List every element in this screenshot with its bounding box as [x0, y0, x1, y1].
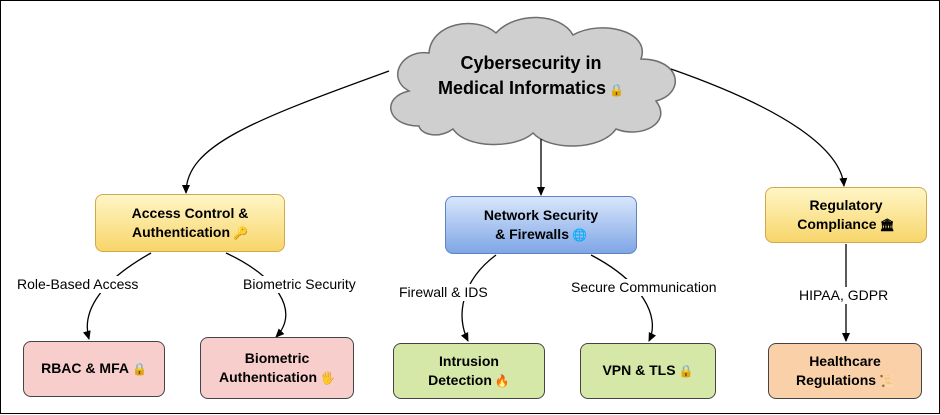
root-cloud: [390, 16, 676, 147]
root-title-line1: Cybersecurity in: [460, 53, 602, 73]
edge-label-firewall-ids: Firewall & IDS: [397, 284, 490, 301]
link-access-rbac: [82, 252, 152, 340]
node-network-security-line2: & Firewalls: [495, 225, 569, 242]
root-title: Cybersecurity in Medical Informatics🔒: [401, 51, 661, 103]
link-root-access: [182, 70, 390, 194]
root-title-line2-wrap: Medical Informatics🔒: [401, 76, 661, 103]
link-network-vpn: [590, 254, 657, 342]
node-access-control-line1: Access Control &: [131, 204, 249, 221]
node-biometric-line1: Biometric: [244, 349, 310, 366]
lock-icon: 🔒: [609, 83, 624, 97]
bank-icon: 🏛: [879, 217, 895, 232]
link-root-regulatory: [670, 68, 848, 187]
node-rbac-label: RBAC & MFA: [41, 360, 129, 376]
node-network-security-line1: Network Security: [483, 206, 599, 223]
hand-icon: 🖐: [320, 370, 335, 385]
node-intrusion-line2: Detection: [428, 371, 492, 388]
edge-label-role-based: Role-Based Access: [15, 276, 141, 293]
key-icon: 🔑: [233, 225, 248, 240]
node-biometric-line2: Authentication: [219, 368, 318, 385]
edge-label-biometric-security: Biometric Security: [241, 276, 358, 293]
node-healthcare-line2: Regulations: [795, 371, 877, 388]
link-access-biometric: [225, 252, 287, 338]
node-regulatory-compliance[interactable]: Regulatory Compliance🏛: [765, 187, 927, 243]
node-regulatory-line1: Regulatory: [809, 196, 883, 213]
node-access-control[interactable]: Access Control & Authentication🔑: [95, 194, 285, 252]
node-vpn-label: VPN & TLS: [602, 362, 676, 378]
node-access-control-line2: Authentication: [132, 223, 231, 240]
root-title-line2: Medical Informatics: [438, 78, 607, 98]
edge-label-secure-communication: Secure Communication: [569, 279, 719, 296]
node-intrusion-line1: Intrusion: [439, 352, 499, 369]
node-vpn-tls[interactable]: VPN & TLS🔒: [580, 343, 716, 399]
lock-icon: 🔒: [131, 362, 147, 376]
node-rbac-mfa[interactable]: RBAC & MFA🔒: [23, 341, 165, 397]
globe-icon: 🌐: [571, 227, 587, 242]
node-intrusion-detection[interactable]: Intrusion Detection🔥: [393, 343, 545, 399]
node-healthcare-line1: Healthcare: [809, 352, 881, 369]
node-healthcare-regulations[interactable]: Healthcare Regulations📜: [768, 343, 922, 399]
lock-icon: 🔒: [678, 364, 694, 378]
node-regulatory-line2: Compliance: [797, 215, 877, 232]
node-biometric-authentication[interactable]: Biometric Authentication🖐: [200, 337, 354, 399]
fire-icon: 🔥: [494, 373, 510, 388]
edge-label-hipaa-gdpr: HIPAA, GDPR: [797, 287, 891, 304]
scroll-icon: 📜: [879, 373, 895, 388]
node-network-security[interactable]: Network Security & Firewalls🌐: [445, 196, 637, 254]
